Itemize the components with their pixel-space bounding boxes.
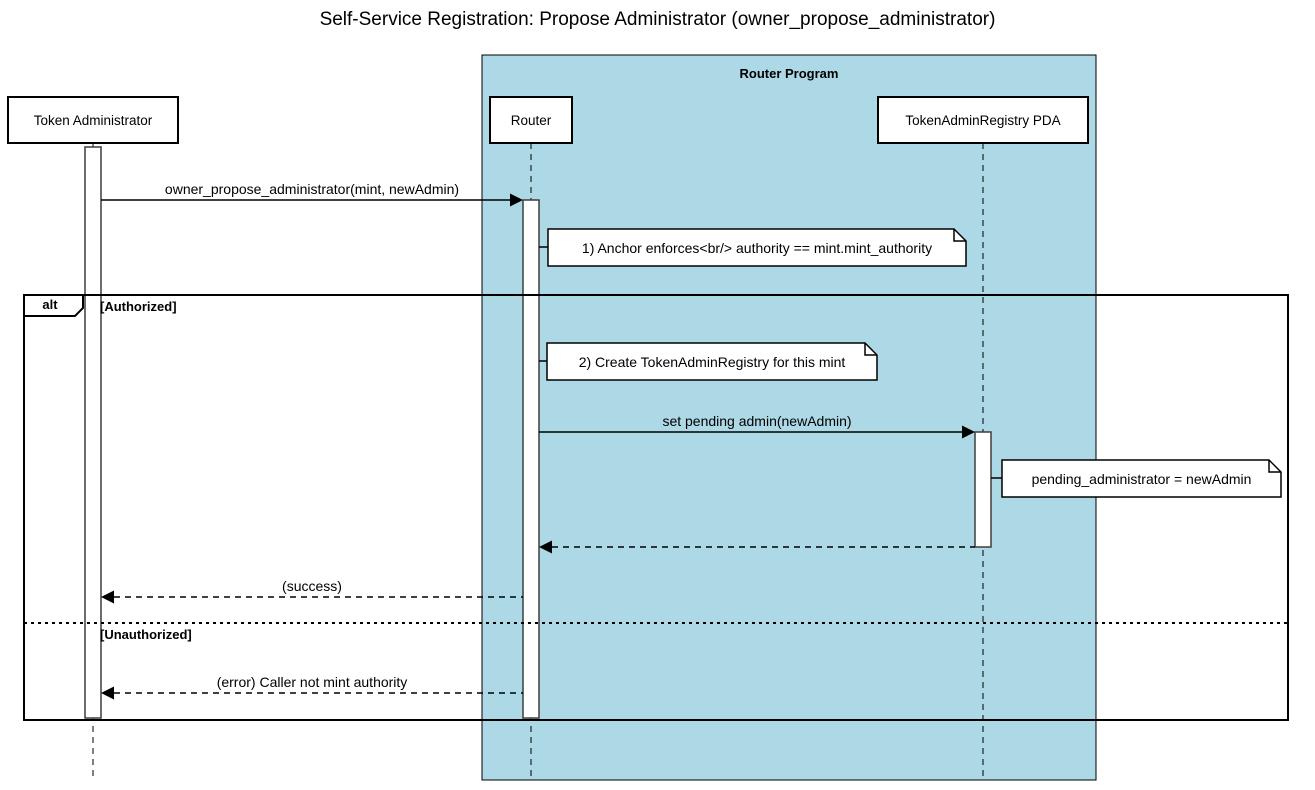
alt-operator-pentagon xyxy=(23,294,84,317)
note-pending-admin-fold xyxy=(1268,460,1281,473)
router-program-label: Router Program xyxy=(739,66,839,81)
activation-router xyxy=(522,199,540,719)
participant-box-token-admin-registry-pda xyxy=(877,96,1089,144)
alt-operator-label: alt xyxy=(42,297,58,312)
message-set-pending-arrowhead xyxy=(962,425,975,439)
participant-box-token-administrator xyxy=(7,96,179,144)
activation-token-administrator xyxy=(84,146,102,719)
alt-guard-unauthorized: [Unauthorized] xyxy=(100,627,192,642)
participant-label-router: Router xyxy=(510,112,552,128)
return-registry-arrowhead xyxy=(539,540,552,554)
return-success-arrowhead xyxy=(101,590,114,604)
router-program-container xyxy=(481,54,1097,781)
participant-box-router xyxy=(489,96,573,144)
return-success-label: (success) xyxy=(282,578,342,594)
note-create-registry-label: 2) Create TokenAdminRegistry for this mi… xyxy=(578,353,846,370)
note-pending-admin-label: pending_administrator = newAdmin xyxy=(1031,470,1252,487)
note-create-registry-shape xyxy=(546,342,878,381)
note-pending-admin-shape xyxy=(1001,459,1282,498)
note-anchor-enforces-shape xyxy=(547,228,967,267)
return-error-label: (error) Caller not mint authority xyxy=(216,674,408,690)
activation-token-admin-registry-pda xyxy=(974,431,992,548)
alt-guard-authorized: [Authorized] xyxy=(100,299,177,314)
diagram-title: Self-Service Registration: Propose Admin… xyxy=(319,9,996,30)
alt-frame xyxy=(23,294,1289,721)
participant-label-token-administrator: Token Administrator xyxy=(33,112,153,128)
return-error-arrowhead xyxy=(101,686,114,700)
note-anchor-enforces-fold xyxy=(953,229,966,242)
message-set-pending-label: set pending admin(newAdmin) xyxy=(662,413,852,429)
note-anchor-enforces-label: 1) Anchor enforces<br/> authority == min… xyxy=(581,239,933,256)
note-create-registry-fold xyxy=(864,343,877,356)
message-propose-label: owner_propose_administrator(mint, newAdm… xyxy=(164,181,460,197)
participant-label-token-admin-registry-pda: TokenAdminRegistry PDA xyxy=(905,112,1061,128)
message-propose-arrowhead xyxy=(510,193,523,207)
